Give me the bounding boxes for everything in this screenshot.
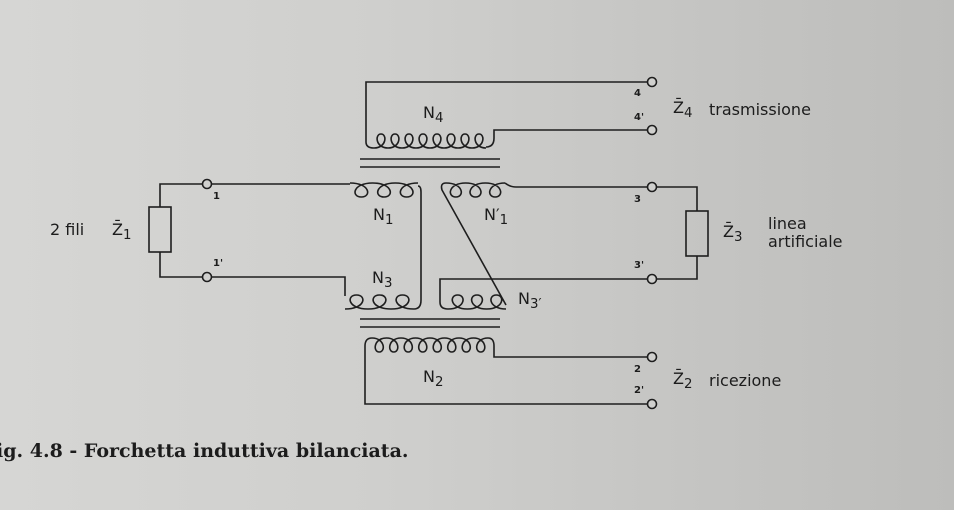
n1-subscript: 1 bbox=[384, 213, 394, 229]
wire-z1-top bbox=[159, 183, 350, 207]
z3-label: Z̄3 bbox=[723, 222, 742, 245]
n3-subscript: 3 bbox=[383, 276, 393, 292]
terminal-1-label: 1 bbox=[213, 191, 220, 202]
z2-description: ricezione bbox=[709, 371, 782, 390]
terminal-2p-label: 2' bbox=[634, 385, 645, 396]
n3-symbol: N bbox=[372, 268, 384, 287]
wire-z1-bottom bbox=[159, 252, 346, 296]
terminal-3 bbox=[646, 181, 658, 193]
terminal-1p bbox=[201, 271, 213, 283]
n3p-subscript: 3′ bbox=[529, 297, 542, 313]
z1-symbol: Z̄ bbox=[112, 220, 123, 239]
two-wire-label: 2 fili bbox=[50, 220, 85, 239]
coil-n1 bbox=[349, 182, 419, 198]
winding-n2-label: N2 bbox=[423, 367, 443, 390]
wire-n1p-3 bbox=[504, 182, 648, 188]
coil-n2 bbox=[371, 337, 489, 353]
winding-n4-label: N4 bbox=[423, 103, 443, 126]
terminal-4p-label: 4' bbox=[634, 112, 645, 123]
wire-n3p-3p bbox=[439, 278, 648, 310]
z3-subscript: 3 bbox=[733, 230, 743, 246]
n3p-symbol: N bbox=[518, 289, 530, 308]
terminal-4 bbox=[646, 76, 658, 88]
terminal-3p-label: 3' bbox=[634, 260, 645, 271]
impedance-z1 bbox=[148, 206, 172, 253]
n2-subscript: 2 bbox=[434, 375, 444, 391]
winding-n3-label: N3 bbox=[372, 268, 392, 291]
terminal-2p bbox=[646, 398, 658, 410]
coil-n3 bbox=[344, 294, 415, 310]
n4-subscript: 4 bbox=[434, 111, 444, 127]
wire-n2 bbox=[364, 337, 648, 405]
z3-desc-line2: artificiale bbox=[768, 232, 843, 251]
terminal-3p bbox=[646, 273, 658, 285]
n1p-subscript: 1 bbox=[499, 213, 509, 229]
coil-n1p bbox=[445, 182, 506, 198]
z3-desc-line1: linea bbox=[768, 214, 807, 233]
core-top bbox=[360, 158, 500, 168]
terminal-3-label: 3 bbox=[634, 194, 641, 205]
terminal-1 bbox=[201, 178, 213, 190]
n1p-symbol: N′ bbox=[484, 205, 500, 224]
winding-n1p-label: N′1 bbox=[484, 205, 508, 228]
wire-diagonal bbox=[440, 182, 507, 306]
terminal-4p bbox=[646, 124, 658, 136]
n4-symbol: N bbox=[423, 103, 435, 122]
z2-label: Z̄2 bbox=[673, 369, 692, 392]
impedance-z3 bbox=[685, 210, 709, 257]
z4-description: trasmissione bbox=[709, 100, 811, 119]
n1-symbol: N bbox=[373, 205, 385, 224]
wire-n1-n3 bbox=[413, 185, 422, 310]
core-bottom bbox=[360, 318, 500, 328]
z2-symbol: Z̄ bbox=[673, 369, 684, 388]
z1-subscript: 1 bbox=[122, 228, 132, 244]
wire-n4 bbox=[365, 81, 648, 149]
terminal-2 bbox=[646, 351, 658, 363]
terminal-2-label: 2 bbox=[634, 364, 641, 375]
figure-caption: ig. 4.8 - Forchetta induttiva bilanciata… bbox=[0, 440, 409, 462]
n2-symbol: N bbox=[423, 367, 435, 386]
z2-subscript: 2 bbox=[683, 377, 693, 393]
wire-z3 bbox=[656, 186, 698, 280]
z3-symbol: Z̄ bbox=[723, 222, 734, 241]
z4-label: Z̄4 bbox=[673, 98, 692, 121]
z4-subscript: 4 bbox=[683, 106, 693, 122]
z4-symbol: Z̄ bbox=[673, 98, 684, 117]
coil-n3p bbox=[447, 294, 507, 310]
terminal-1p-label: 1' bbox=[213, 258, 224, 269]
winding-n1-label: N1 bbox=[373, 205, 393, 228]
coil-n4 bbox=[373, 133, 487, 149]
z1-label: Z̄1 bbox=[112, 220, 131, 243]
winding-n3p-label: N3′ bbox=[518, 289, 541, 312]
terminal-4-label: 4 bbox=[634, 88, 641, 99]
